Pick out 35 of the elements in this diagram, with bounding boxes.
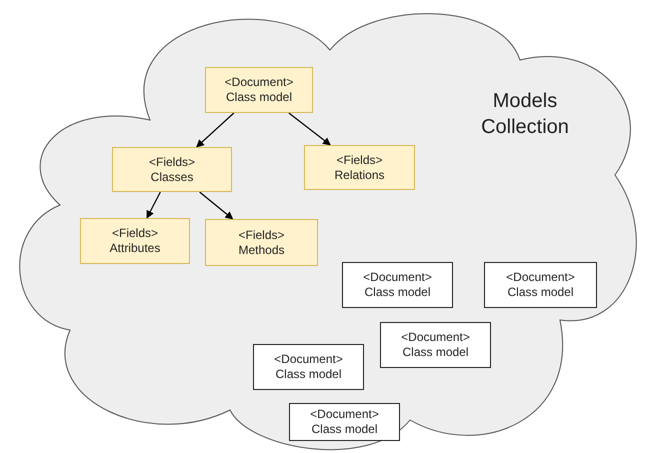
- stereotype-label: <Fields>: [148, 154, 196, 170]
- document-box: [289, 403, 400, 441]
- stereotype-label: <Document>: [224, 75, 294, 90]
- class-name: Class model: [311, 422, 378, 437]
- stereotype-label: <Document>: [310, 407, 379, 422]
- class-name: Class model: [275, 367, 342, 382]
- class-name: Classes: [150, 170, 194, 184]
- cloud-title: Models Collection: [480, 89, 570, 140]
- class-name: Class model: [507, 285, 574, 300]
- class-box: [205, 67, 313, 113]
- class-name: Class model: [364, 285, 431, 300]
- arrow: [146, 192, 161, 219]
- document-box: [484, 262, 597, 308]
- stereotype-label: <Document>: [274, 352, 343, 367]
- class-name: Relations: [334, 168, 385, 182]
- stereotype-label: <Fields>: [112, 226, 158, 241]
- arrow: [288, 112, 331, 146]
- arrow: [196, 112, 234, 148]
- arrow: [199, 192, 234, 220]
- document-box: [253, 344, 364, 390]
- stereotype-label: <Document>: [401, 330, 470, 345]
- class-box: [112, 147, 232, 192]
- stereotype-label: <Document>: [363, 270, 432, 285]
- class-name: Attributes: [110, 241, 160, 256]
- class-name: Class model: [226, 90, 292, 105]
- class-box: [80, 218, 190, 264]
- class-box: [304, 145, 415, 190]
- class-name: Methods: [238, 242, 285, 258]
- stereotype-label: <Fields>: [238, 228, 285, 242]
- document-box: [380, 322, 491, 368]
- class-name: Class model: [402, 345, 469, 360]
- document-box: [342, 262, 453, 308]
- stereotype-label: <Document>: [506, 270, 575, 285]
- stereotype-label: <Fields>: [336, 152, 383, 168]
- class-box: [205, 219, 318, 266]
